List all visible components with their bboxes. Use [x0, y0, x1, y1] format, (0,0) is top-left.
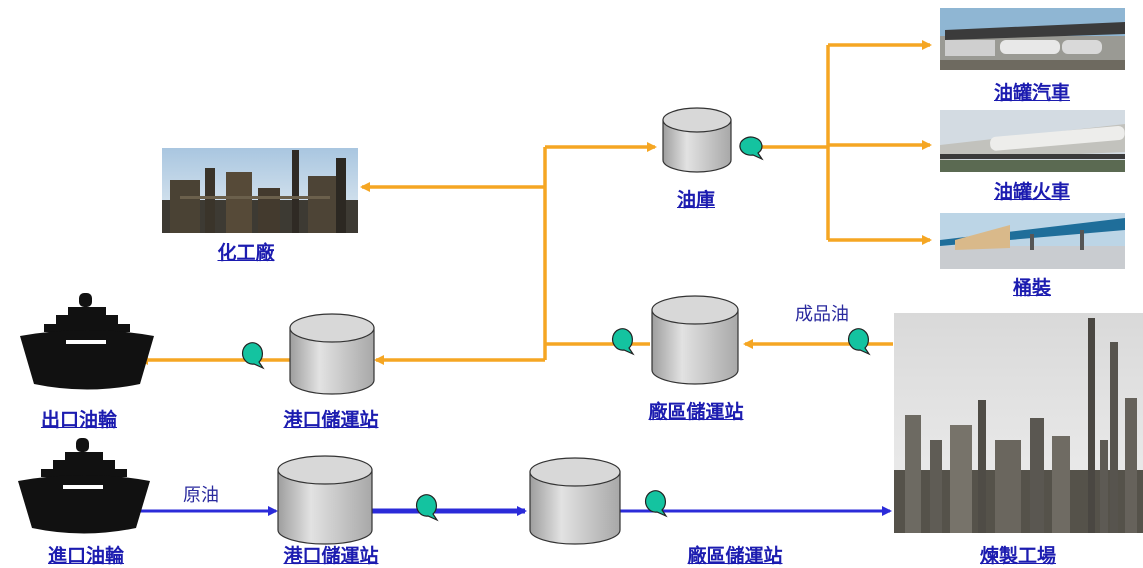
port-station-bottom-label[interactable]: 港口儲運站: [283, 545, 379, 567]
barrels-image: [940, 213, 1125, 269]
pump-icon: [848, 328, 871, 356]
tank-truck-image: [940, 8, 1125, 70]
import-ship-label[interactable]: 進口油輪: [47, 545, 125, 567]
plant-station-top-label[interactable]: 廠區儲運站: [648, 401, 744, 423]
finished-oil-label: 成品油: [795, 304, 849, 325]
tank-oil-depot: [662, 107, 732, 173]
chemical-plant-label[interactable]: 化工廠: [217, 242, 275, 264]
pump-icon: [242, 342, 265, 370]
tank-truck-label[interactable]: 油罐汽車: [993, 82, 1071, 104]
export-ship-icon: [20, 293, 154, 390]
tank-train-label[interactable]: 油罐火車: [993, 181, 1071, 203]
product-flow-lines: [138, 40, 932, 365]
oil-depot-label[interactable]: 油庫: [676, 189, 716, 211]
tank-plant-station-top: [651, 295, 739, 385]
port-station-top-label[interactable]: 港口儲運站: [283, 409, 379, 431]
refinery-image: [894, 313, 1143, 533]
import-ship-icon: [18, 438, 150, 534]
chemical-plant-image: [162, 148, 358, 233]
plant-station-bottom-label[interactable]: 廠區儲運站: [687, 545, 783, 567]
pump-icon: [645, 490, 668, 518]
pump-icon: [739, 136, 764, 161]
crude-oil-label: 原油: [183, 485, 219, 506]
pump-icon: [416, 494, 439, 522]
tank-plant-station-bottom: [529, 457, 621, 545]
barrels-label[interactable]: 桶裝: [1012, 277, 1052, 299]
tank-port-station-bottom: [277, 455, 373, 545]
refinery-label[interactable]: 煉製工場: [979, 545, 1057, 567]
pump-icon: [612, 328, 635, 356]
tank-port-station-top: [289, 313, 375, 395]
tank-train-image: [940, 110, 1125, 172]
pumps: [242, 136, 871, 522]
export-ship-label[interactable]: 出口油輪: [40, 409, 118, 431]
